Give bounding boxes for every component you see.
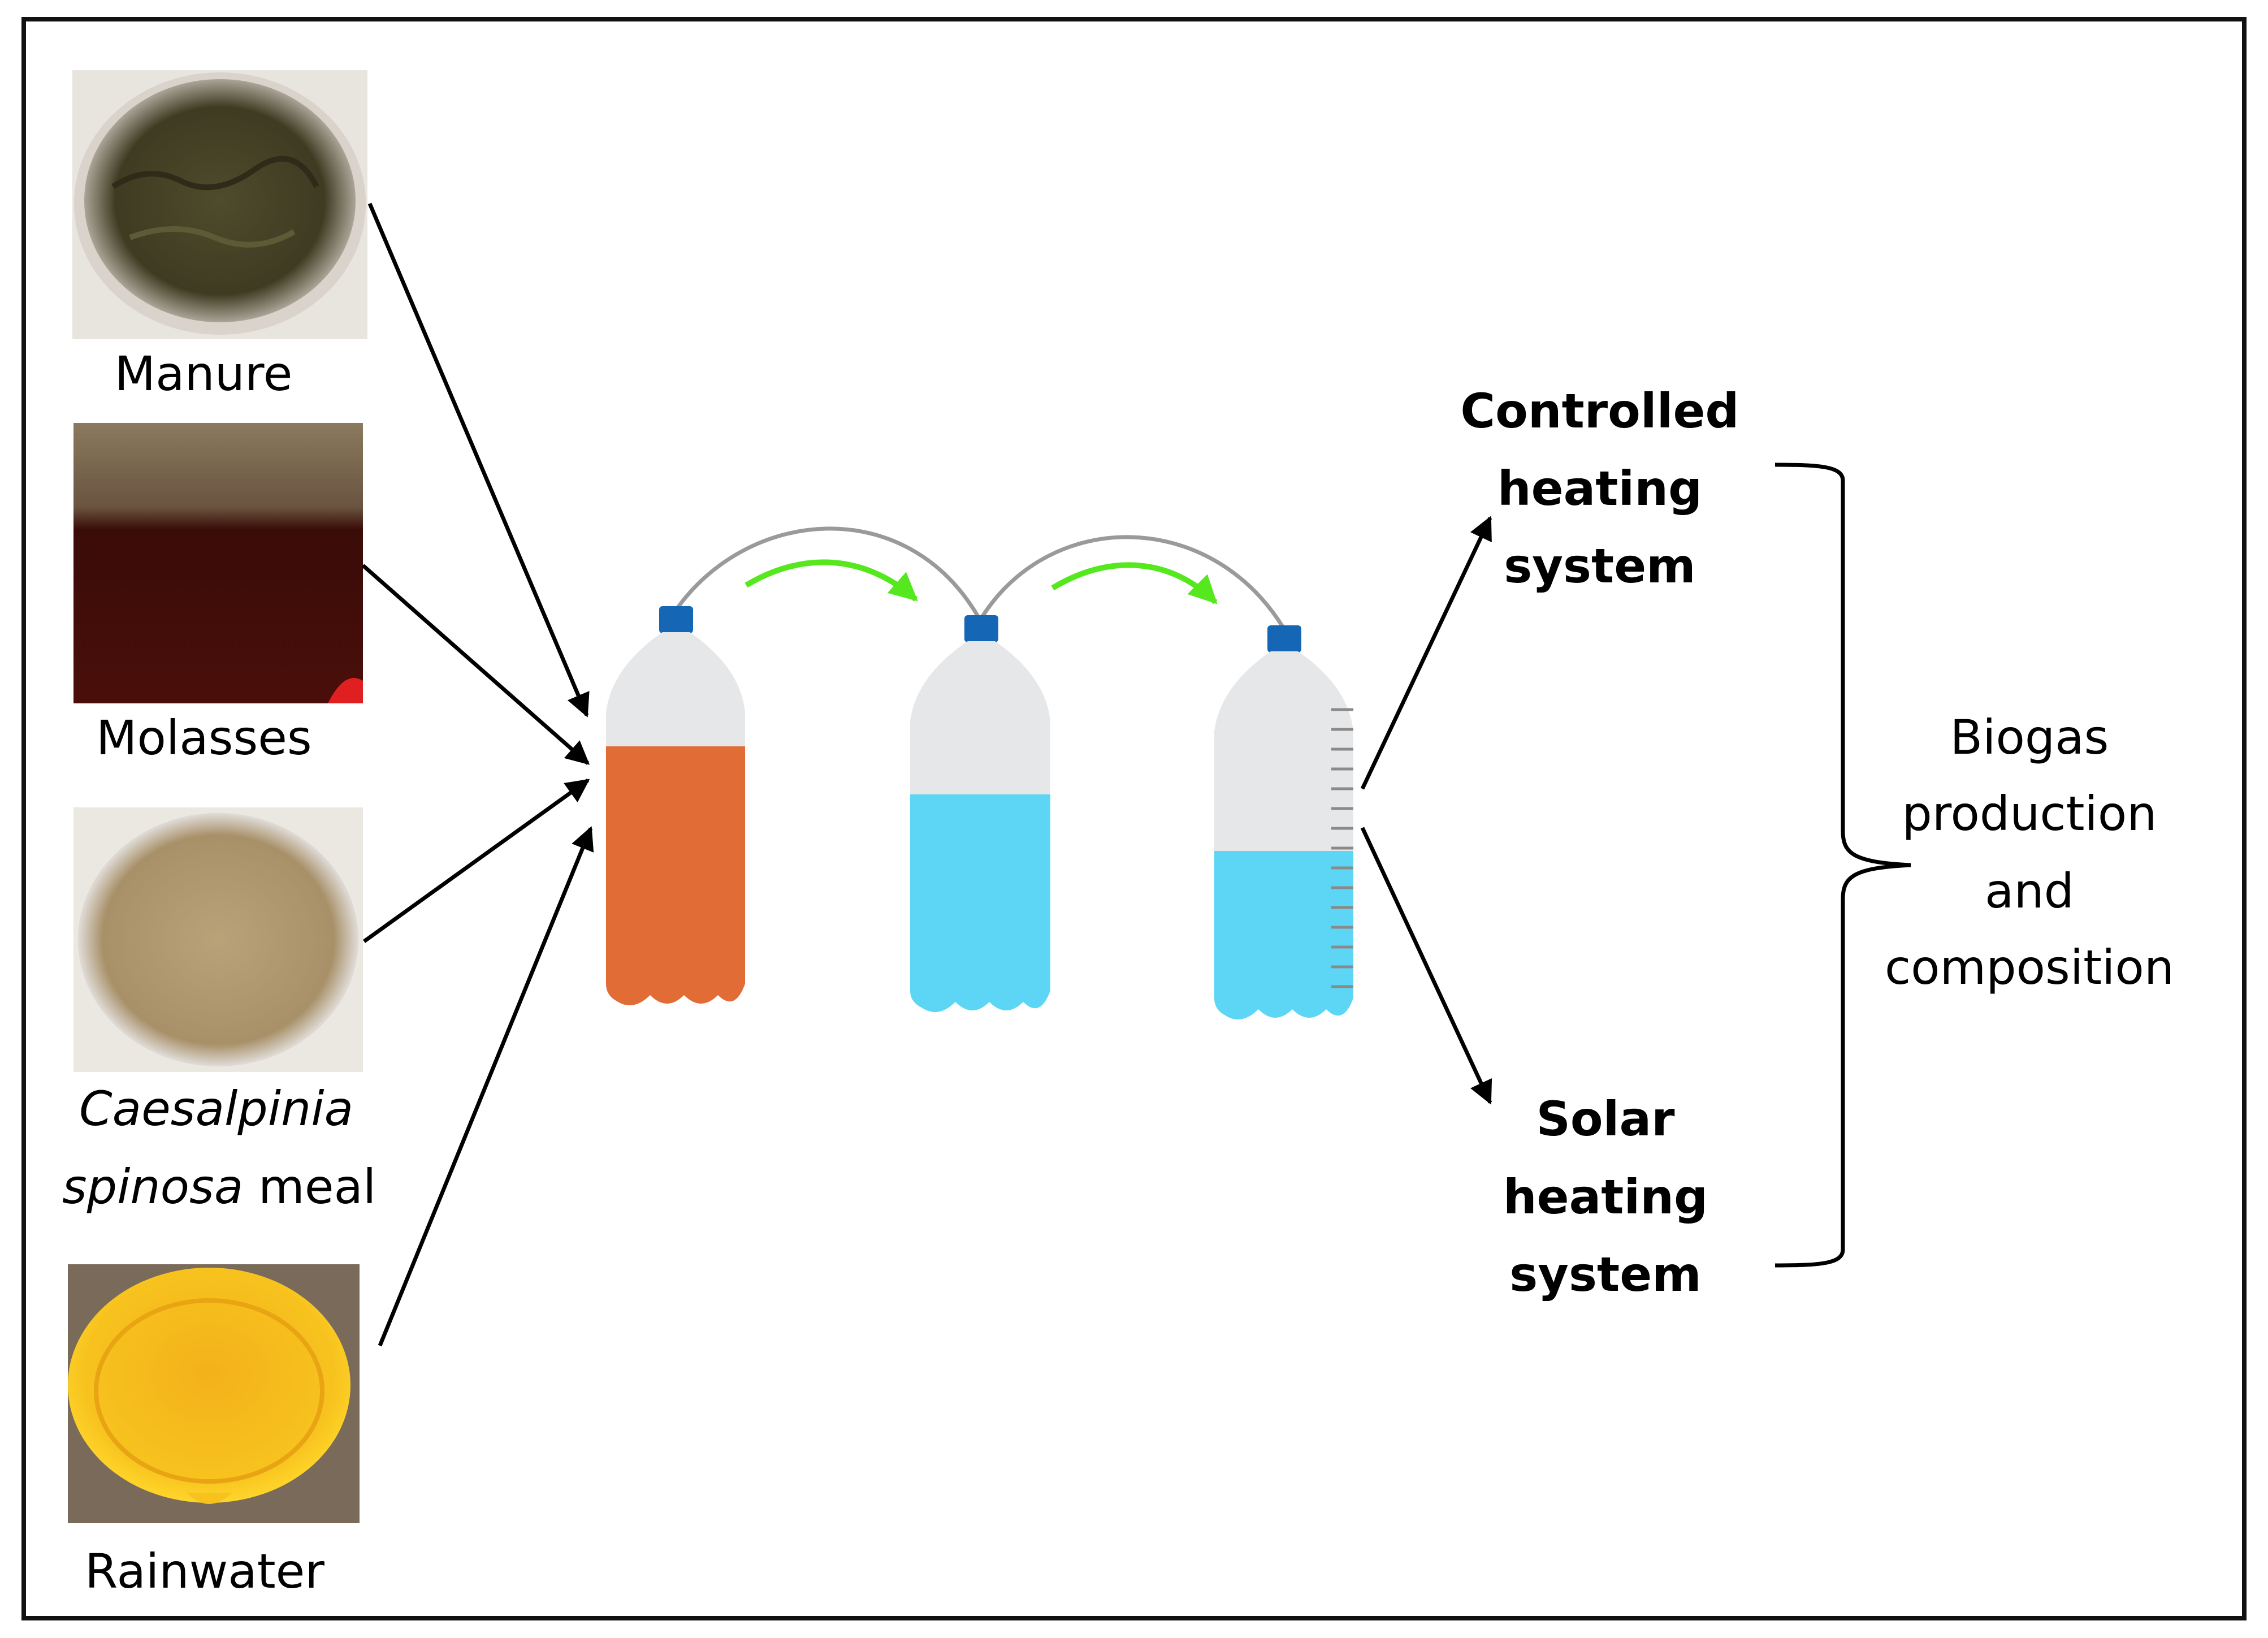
label-controlled-3: system: [1504, 538, 1696, 594]
arrow-solar: [1360, 827, 1492, 1105]
flow-arrows: [745, 559, 1218, 604]
gas-washing-bottle: [910, 615, 1050, 1012]
bottle-cap: [659, 606, 693, 633]
bottle-cap: [964, 615, 998, 642]
arrow-caesalpinia: [362, 779, 590, 943]
flow-arrow-2: [1051, 562, 1218, 604]
right-brace: [1774, 463, 1911, 1268]
gas-tubes: [674, 526, 1285, 629]
label-spinosa: spinosa: [62, 1159, 244, 1215]
manure-photo: [72, 70, 367, 339]
digester-bottle: [606, 606, 745, 1005]
label-meal: meal: [243, 1159, 376, 1215]
label-spinosa-meal: spinosa meal: [62, 1159, 376, 1215]
label-caesalpinia: Caesalpinia: [79, 1081, 354, 1136]
label-solar-1: Solar: [1536, 1091, 1675, 1147]
caesalpinia-photo: [73, 807, 363, 1072]
tube-2: [981, 535, 1285, 629]
label-molasses: Molasses: [96, 710, 312, 766]
graduation-marks: [1331, 708, 1353, 988]
water-liquid: [1214, 851, 1353, 1019]
label-and: and: [1984, 863, 2075, 919]
label-manure: Manure: [114, 346, 293, 401]
label-composition: composition: [1884, 940, 2175, 995]
output-arrows: [1360, 516, 1492, 1105]
label-biogas: Biogas: [1950, 710, 2109, 765]
arrow-molasses: [361, 564, 590, 765]
label-solar-3: system: [1509, 1247, 1702, 1302]
label-rainwater: Rainwater: [85, 1544, 324, 1599]
flow-arrow-1: [745, 559, 918, 602]
substrate-liquid: [606, 746, 745, 1005]
figure-frame: [21, 17, 2247, 1620]
label-controlled-2: heating: [1497, 461, 1703, 516]
gas-measuring-bottle: [1214, 625, 1353, 1019]
label-controlled-1: Controlled: [1460, 383, 1739, 439]
bottle-cap: [1267, 625, 1301, 652]
label-solar-2: heating: [1503, 1169, 1708, 1225]
water-liquid: [910, 794, 1050, 1012]
arrow-manure: [367, 202, 590, 718]
input-arrows: [361, 202, 594, 1347]
rainwater-photo: [68, 1264, 360, 1523]
tube-1: [674, 526, 980, 617]
arrow-controlled: [1360, 516, 1492, 790]
label-production: production: [1902, 786, 2157, 841]
molasses-photo: [73, 423, 363, 703]
arrow-rainwater: [378, 826, 594, 1347]
